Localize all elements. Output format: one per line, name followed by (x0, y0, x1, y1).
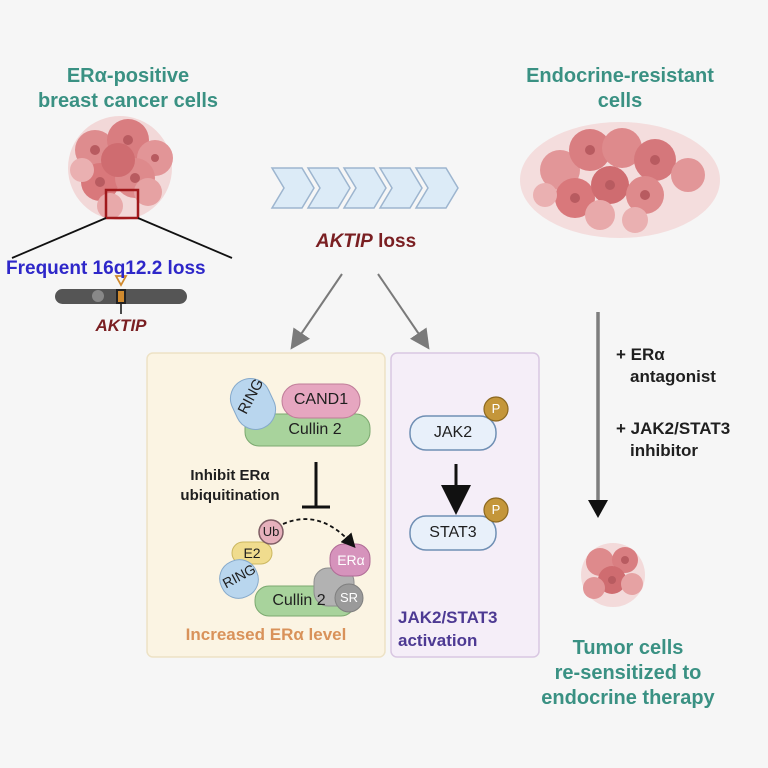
endocrine-resistant-cluster-icon (520, 122, 720, 238)
cand1-label: CAND1 (293, 391, 349, 408)
bottom-right-line1: Tumor cells (572, 637, 684, 659)
top-left-title: ERα-positive breast cancer cells (0, 64, 256, 114)
er-alpha-label: ERα (337, 552, 365, 568)
inhibit-label: Inhibit ERα ubiquitination (158, 466, 302, 506)
aktip-loss-label: AKTIP loss (296, 231, 436, 253)
frequent-loss-label: Frequent 16q12.2 loss (6, 258, 206, 279)
breast-cancer-cluster-icon (68, 116, 173, 220)
treatment-line3: + JAK2/STAT3 (616, 419, 731, 438)
cullin2-top-label: Cullin 2 (288, 421, 342, 438)
jak2-stat3-caption-line1: JAK2/STAT3 (398, 608, 498, 627)
stat3-shape (409, 515, 497, 551)
arrow-to-er-level (290, 273, 343, 350)
aktip-gene-label: AKTIP (95, 316, 147, 335)
ubiquitin-ligase-complex-top-icon (229, 378, 371, 447)
aktip-loss-word: loss (378, 231, 417, 252)
cullin2-bottom-label: Cullin 2 (272, 592, 326, 609)
phospho-icon (483, 396, 509, 422)
jak2-stat3-caption: JAK2/STAT3 activation (398, 606, 538, 652)
jak2-stat3-caption-line2: activation (398, 631, 478, 650)
top-left-title-line1: ERα-positive (66, 65, 190, 87)
treatment-line2: antagonist (630, 367, 716, 386)
inhibit-label-line2: ubiquitination (180, 487, 280, 504)
zoom-region-box (104, 188, 140, 220)
bottom-right-line3: endocrine therapy (541, 687, 715, 709)
top-right-title: Endocrine-resistant cells (500, 64, 740, 114)
increased-er-level-caption: Increased ERα level (185, 625, 347, 644)
sr-label: SR (339, 590, 359, 605)
ub-label: Ub (262, 524, 280, 539)
top-left-title-line2: breast cancer cells (37, 90, 219, 112)
top-right-title-line2: cells (597, 90, 643, 112)
treatment-er-antagonist: + ERα antagonist (616, 344, 756, 388)
chevron-progress-arrow-icon (270, 167, 459, 209)
treatment-jak2-inhibitor: + JAK2/STAT3 inhibitor (616, 418, 766, 462)
treatment-line1: + ERα (616, 345, 665, 364)
treatment-line4: inhibitor (630, 441, 698, 460)
e2-label: E2 (243, 545, 261, 561)
stat3-label: STAT3 (429, 524, 477, 541)
jak2-p-label: P (491, 401, 501, 416)
chromosome-icon (55, 275, 187, 314)
stat3-p-label: P (491, 502, 501, 517)
resensitized-cluster-icon (581, 543, 645, 607)
bottom-right-line2: re-sensitized to (554, 662, 702, 684)
bottom-right-caption: Tumor cells re-sensitized to endocrine t… (518, 636, 738, 711)
top-right-title-line1: Endocrine-resistant (526, 65, 714, 87)
phospho-icon (483, 497, 509, 523)
inhibit-label-line1: Inhibit ERα (190, 467, 270, 484)
ubiquitin-ligase-complex-bottom-icon (219, 518, 371, 617)
ubiquitin-transfer-arrow (282, 518, 356, 549)
jak2-label: JAK2 (433, 424, 473, 441)
aktip-loss-gene: AKTIP (315, 231, 373, 252)
jak2-shape (409, 415, 497, 451)
arrow-to-jak2-stat3 (377, 273, 430, 350)
